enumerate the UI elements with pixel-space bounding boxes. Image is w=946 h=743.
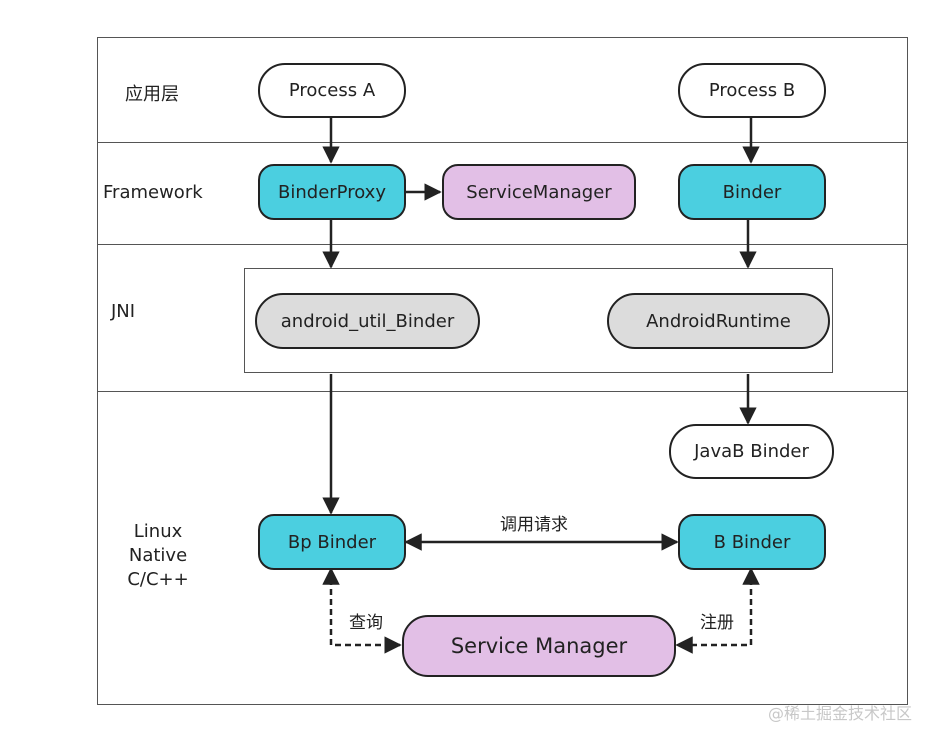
node-android-util-binder: android_util_Binder: [255, 293, 480, 349]
node-service-manager-native: Service Manager: [402, 615, 676, 677]
node-bp-binder: Bp Binder: [258, 514, 406, 570]
edge-bp-query: [322, 567, 402, 654]
node-androidruntime: AndroidRuntime: [607, 293, 830, 349]
node-binder: Binder: [678, 164, 826, 220]
node-javab-binder: JavaB Binder: [669, 424, 834, 479]
layer-label-native-line2: C/C++: [127, 569, 189, 590]
edge-label-invoke: 调用请求: [500, 515, 568, 535]
edge-label-query: 查询: [349, 613, 383, 633]
diagram-frame: [97, 37, 908, 705]
node-process-a: Process A: [258, 63, 406, 118]
layer-divider-framework-jni: [97, 244, 908, 245]
layer-label-jni: JNI: [111, 301, 136, 322]
layer-divider-app-framework: [97, 142, 908, 143]
jni-group-box: [244, 268, 833, 373]
layer-label-app: 应用层: [125, 84, 179, 105]
node-process-b: Process B: [678, 63, 826, 118]
layer-label-framework: Framework: [103, 182, 203, 203]
node-b-binder: B Binder: [678, 514, 826, 570]
watermark: @稀土掘金技术社区: [768, 704, 913, 723]
layer-label-native: Linux Native C/C++: [108, 520, 208, 592]
layer-label-native-line1: Linux Native: [128, 521, 188, 566]
node-servicemanager-framework: ServiceManager: [442, 164, 636, 220]
layer-divider-jni-native: [97, 391, 908, 392]
node-binderproxy: BinderProxy: [258, 164, 406, 220]
edge-label-register: 注册: [700, 613, 734, 633]
edge-b-register: [675, 567, 760, 654]
